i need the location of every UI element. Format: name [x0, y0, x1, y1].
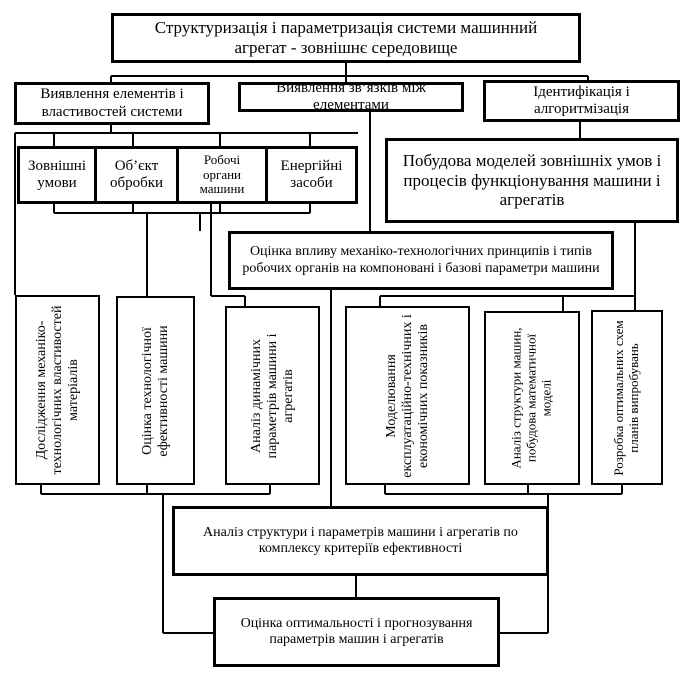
identification-algorithm-box: Ідентифікація і алгоритмізація	[483, 80, 680, 122]
external-conditions-box: Зовнішні умови	[17, 146, 97, 204]
dynamic-parameters-text: Аналіз динамічних параметрів машини і аг…	[248, 333, 296, 458]
energy-means-text: Енергійні засоби	[280, 157, 343, 191]
external-conditions-text: Зовнішні умови	[27, 157, 87, 191]
indicators-modeling-box: Моделювання експлуатаційно-технічних і е…	[345, 306, 470, 485]
materials-research-text: Дослідження механіко-технологічних власт…	[33, 305, 81, 475]
elements-identification-text: Виявлення елементів і властивостей систе…	[40, 86, 184, 120]
identification-algorithm-text: Ідентифікація і алгоритмізація	[533, 83, 630, 117]
models-construction-box: Побудова моделей зовнішніх умов і процес…	[385, 138, 679, 223]
processing-object-box: Об’єкт обробки	[94, 146, 179, 204]
test-plans-text: Розробка оптимальних схем планів випробу…	[611, 319, 641, 476]
working-organs-box: Робочі органи машини	[176, 146, 268, 204]
system-structuring-text: Структуризація і параметризація системи …	[154, 18, 538, 57]
materials-research-box: Дослідження механіко-технологічних власт…	[15, 295, 100, 485]
system-structuring-box: Структуризація і параметризація системи …	[111, 13, 581, 63]
optimality-assessment-text: Оцінка оптимальності і прогнозування пар…	[240, 615, 473, 647]
dynamic-parameters-box: Аналіз динамічних параметрів машини і аг…	[225, 306, 320, 485]
elements-identification-box: Виявлення елементів і властивостей систе…	[14, 82, 210, 125]
complex-analysis-text: Аналіз структури і параметрів машини і а…	[203, 524, 518, 556]
test-plans-box: Розробка оптимальних схем планів випробу…	[591, 310, 663, 485]
complex-analysis-box: Аналіз структури і параметрів машини і а…	[172, 506, 549, 576]
tech-efficiency-text: Оцінка технологічної ефективності машини	[139, 324, 171, 457]
working-organs-text: Робочі органи машини	[199, 151, 245, 197]
processing-object-text: Об’єкт обробки	[109, 157, 164, 191]
principles-assessment-text: Оцінка впливу механіко-технологічних при…	[242, 244, 600, 276]
structure-analysis-box: Аналіз структури машин, побудова математ…	[484, 311, 580, 485]
energy-means-box: Енергійні засоби	[265, 146, 358, 204]
indicators-modeling-text: Моделювання експлуатаційно-технічних і е…	[383, 313, 431, 478]
models-construction-text: Побудова моделей зовнішніх умов і процес…	[402, 151, 662, 210]
structure-analysis-text: Аналіз структури машин, побудова математ…	[508, 327, 554, 469]
principles-assessment-box: Оцінка впливу механіко-технологічних при…	[228, 231, 614, 290]
tech-efficiency-box: Оцінка технологічної ефективності машини	[116, 296, 195, 485]
links-identification-box: Виявлення зв’язків між елементами	[238, 79, 464, 113]
optimality-assessment-box: Оцінка оптимальності і прогнозування пар…	[213, 597, 500, 667]
links-identification-text: Виявлення зв’язків між елементами	[276, 79, 426, 113]
